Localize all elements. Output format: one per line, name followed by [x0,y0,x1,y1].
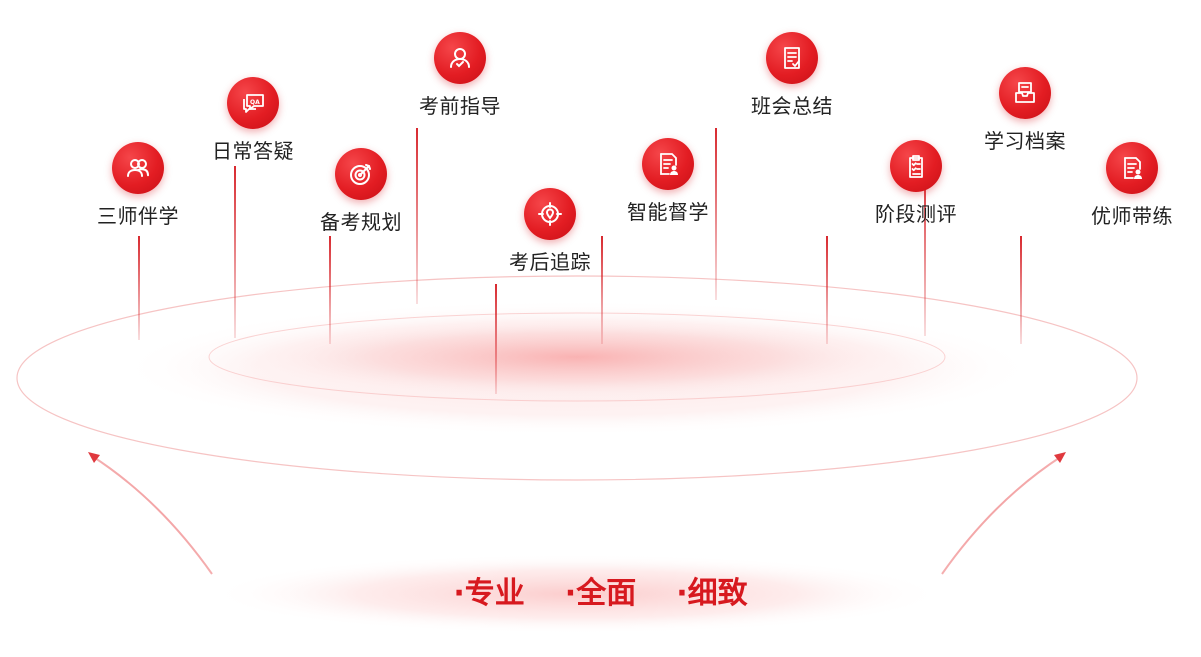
person-icon [434,32,486,84]
motto-item-meticulous: ·细致 [676,576,748,611]
node-richangdayi: QA 日常答疑 [173,77,333,164]
node-kaoqianzhidao: 考前指导 [380,32,540,119]
node-label: 三师伴学 [97,204,179,228]
node-label: 考后追踪 [509,250,591,274]
node-label: 考前指导 [419,94,501,118]
node-kaohouzhuizong: 考后追踪 [470,188,630,275]
node-label: 智能督学 [627,200,709,224]
base-ellipse [209,554,945,634]
node-label: 班会总结 [751,94,833,118]
arrow-left-head [88,452,100,463]
clipboard-checklist-icon [890,140,942,192]
node-label: 优师带练 [1091,204,1173,228]
qa-chat-icon: QA [227,77,279,129]
stem-zhinengduxue [601,236,603,344]
stem-kaoqianzhidao [416,128,418,304]
stem-beikaoguihua [329,236,331,344]
node-zhinengduxue: 智能督学 [588,138,748,225]
node-label: 学习档案 [984,129,1066,153]
archive-tray-icon [999,67,1051,119]
people-icon [112,142,164,194]
document-check-icon [766,32,818,84]
stem-richangdayi [234,166,236,338]
stem-xuexidangan [924,164,926,336]
node-label: 日常答疑 [212,139,294,163]
node-sanshibanxue: 三师伴学 [58,142,218,229]
arrow-right-path [941,455,1063,575]
motto-item-professional: ·专业 [453,576,525,611]
stem-jieduancep [826,236,828,344]
outer-ring [16,275,1138,481]
node-jieduancep: 阶段测评 [836,140,996,227]
node-label: 备考规划 [320,210,402,234]
top-ring [209,313,945,401]
svg-text:QA: QA [250,99,260,106]
motto-row: ·专业 ·全面 ·细致 [0,568,1201,612]
node-banhuizongjie: 班会总结 [712,32,872,119]
node-beikaoguihua: 备考规划 [281,148,441,235]
node-xuexidangan: 学习档案 [945,67,1105,154]
stem-banhuizongjie [715,128,717,300]
arrow-right-head [1054,452,1066,463]
node-youshidailian: 优师带练 [1052,142,1201,229]
motto-item-comprehensive: ·全面 [564,576,637,611]
arrow-left-path [91,455,213,575]
document-user-icon [642,138,694,190]
target-icon [335,148,387,200]
node-label: 阶段测评 [875,202,957,226]
document-user-icon [1106,142,1158,194]
location-crosshair-icon [524,188,576,240]
stem-sanshibanxue [138,236,140,340]
stem-youshidailian [1020,236,1022,344]
top-ring-edge [208,312,946,402]
stem-kaohouzhuizong [495,284,497,394]
